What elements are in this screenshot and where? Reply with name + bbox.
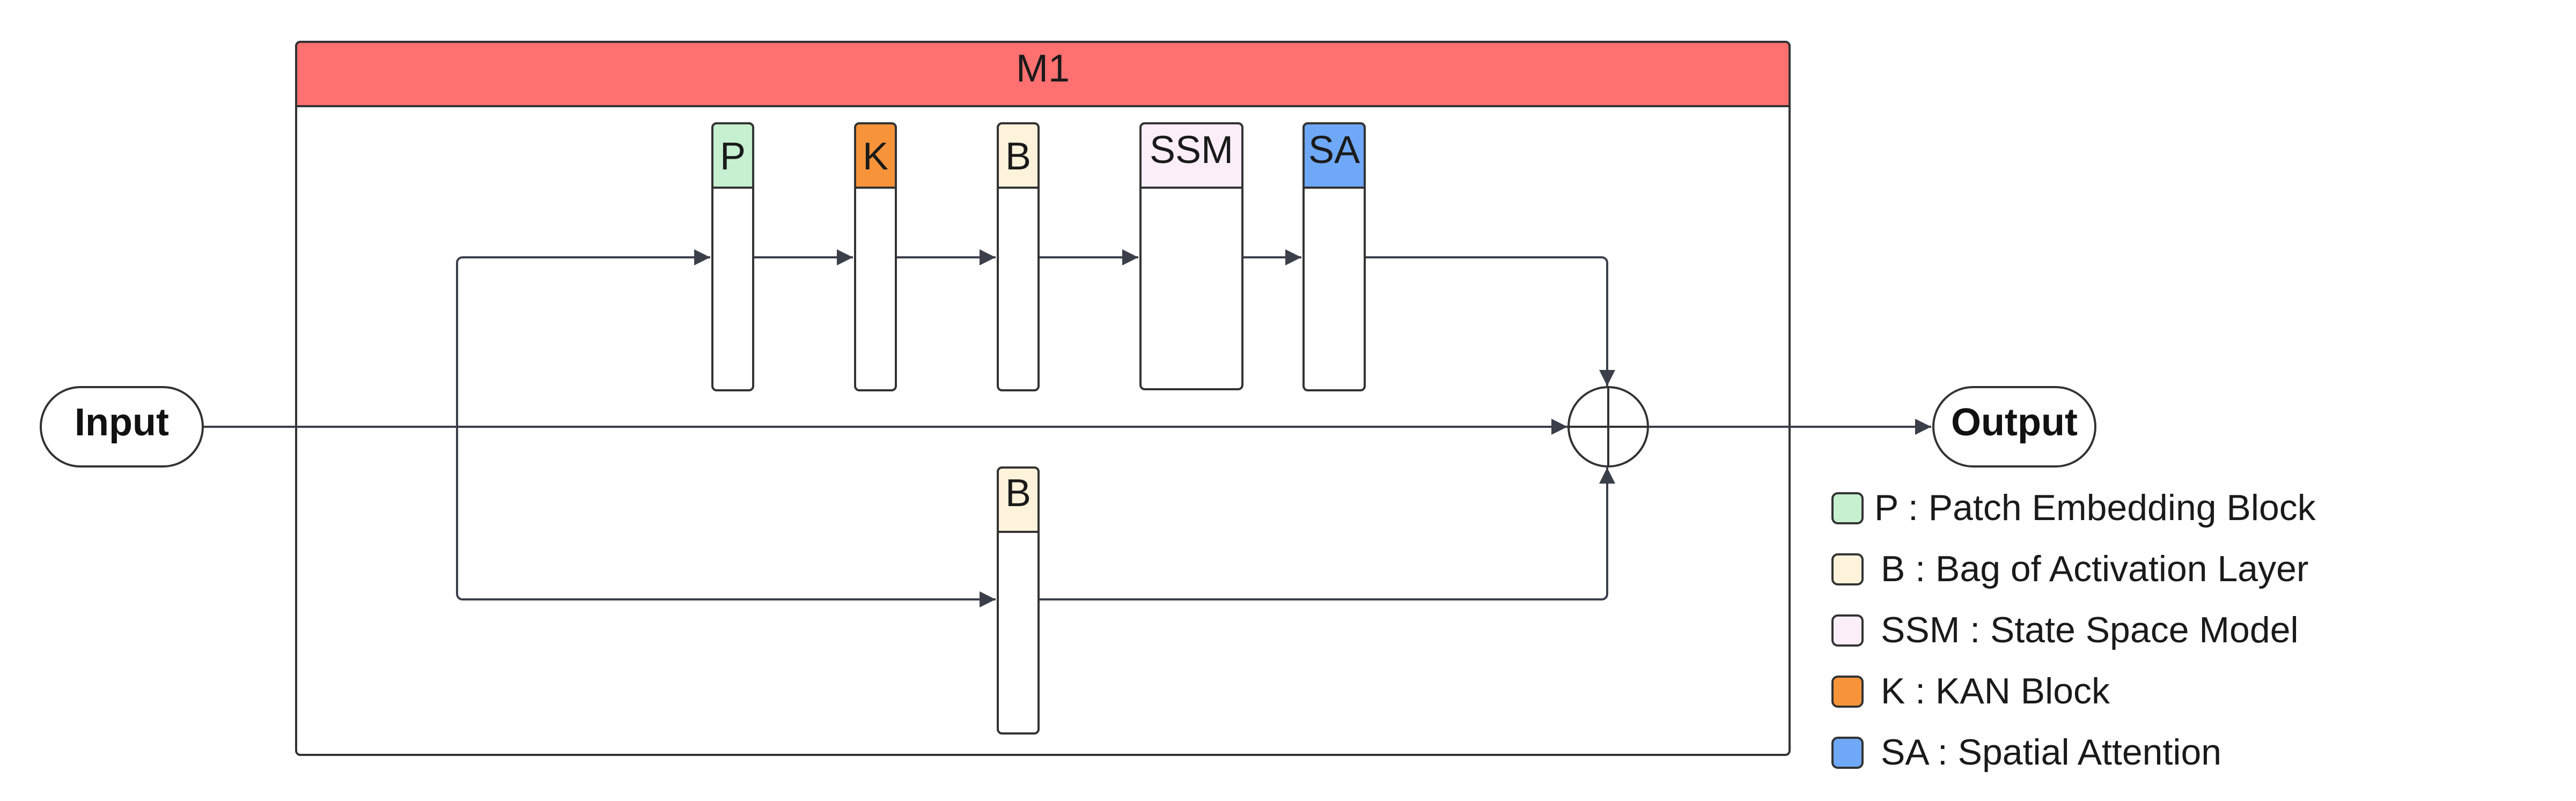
lower-branch-connector — [456, 429, 996, 607]
block-k-label: K — [863, 135, 888, 178]
input-terminal: Input — [40, 386, 204, 468]
legend-swatch — [1831, 614, 1864, 647]
block-b-lower-header — [997, 466, 1040, 533]
block-p-header — [711, 122, 754, 189]
module-header — [295, 41, 1791, 107]
block-b-lower: B — [997, 466, 1040, 735]
block-ssm: SSM — [1139, 122, 1243, 390]
upper-branch-connector — [456, 249, 710, 429]
legend-item: K : KAN Block — [1831, 671, 2110, 711]
input-label: Input — [75, 401, 169, 444]
block-sa-header — [1302, 122, 1366, 189]
legend-swatch — [1831, 737, 1864, 769]
sum-node — [1567, 386, 1649, 468]
block-sa-label: SA — [1308, 129, 1360, 172]
block-k: K — [854, 122, 897, 391]
block-p-label: P — [720, 135, 746, 178]
sa-to-sum-connector — [1365, 256, 1615, 386]
legend-text: SA : Spatial Attention — [1881, 732, 2221, 773]
legend: P : Patch Embedding Block B : Bag of Act… — [1831, 487, 2316, 773]
legend-text: B : Bag of Activation Layer — [1881, 548, 2309, 589]
output-terminal: Output — [1932, 386, 2096, 468]
block-b: B — [997, 122, 1040, 391]
block-ssm-label: SSM — [1150, 129, 1233, 172]
connectors — [203, 249, 1931, 607]
legend-item: SSM : State Space Model — [1831, 610, 2299, 650]
b2-to-sum-connector — [1039, 468, 1615, 600]
block-k-header — [854, 122, 897, 189]
legend-text: SSM : State Space Model — [1881, 610, 2299, 650]
block-b-label: B — [1005, 135, 1031, 178]
legend-swatch — [1831, 553, 1864, 585]
block-b-lower-label: B — [1005, 472, 1031, 515]
legend-text: P : Patch Embedding Block — [1874, 487, 2316, 528]
block-sa: SA — [1302, 122, 1366, 391]
block-ssm-header — [1139, 122, 1243, 189]
legend-item: P : Patch Embedding Block — [1831, 487, 2316, 528]
legend-text: K : KAN Block — [1881, 671, 2110, 711]
module-body — [295, 41, 1791, 756]
module-title: M1 — [1016, 47, 1070, 90]
legend-swatch — [1831, 492, 1864, 524]
block-b-header — [997, 122, 1040, 189]
module-m1: M1 — [295, 41, 1791, 756]
legend-item: SA : Spatial Attention — [1831, 732, 2221, 773]
output-label: Output — [1951, 401, 2078, 444]
block-p: P — [711, 122, 754, 391]
legend-item: B : Bag of Activation Layer — [1831, 548, 2309, 589]
legend-swatch — [1831, 676, 1864, 708]
